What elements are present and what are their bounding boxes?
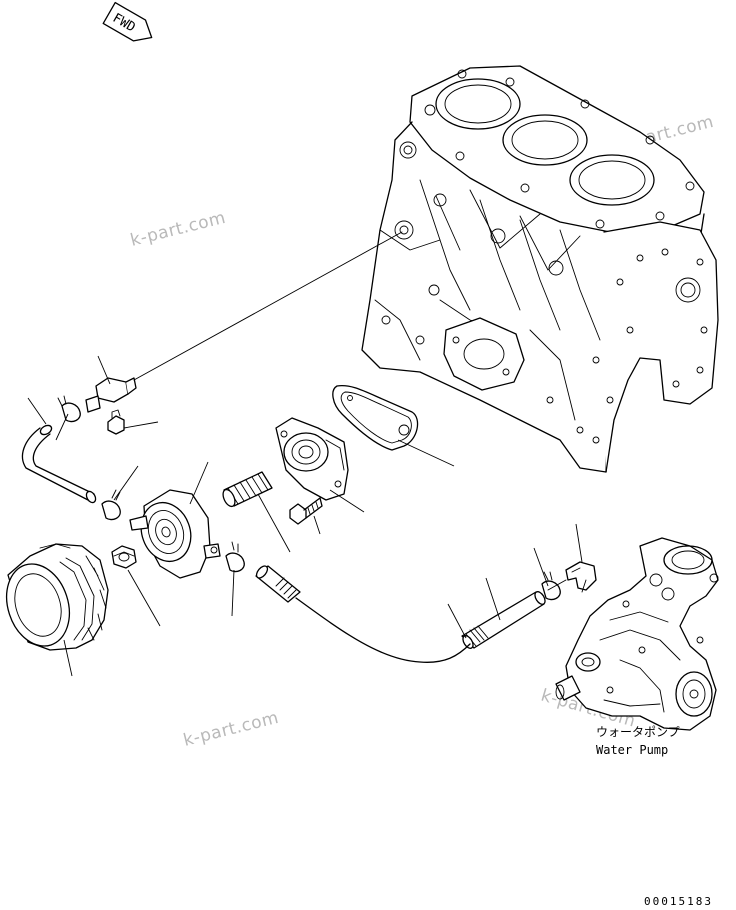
cover-bolt bbox=[289, 497, 323, 525]
water-pump-caption-en: Water Pump bbox=[596, 743, 668, 757]
gasket bbox=[332, 384, 419, 451]
spring bbox=[222, 471, 273, 508]
water-pipe bbox=[255, 565, 301, 603]
elbow-fitting bbox=[565, 561, 597, 593]
watermark: k-part.com bbox=[128, 208, 228, 251]
oil-cooler bbox=[129, 489, 221, 579]
connector-line bbox=[133, 231, 403, 381]
plug bbox=[107, 409, 125, 435]
hose-clamp bbox=[57, 395, 81, 423]
water-pump-caption-jp: ウォータポンプ bbox=[596, 725, 680, 739]
cylinder-block bbox=[361, 65, 719, 473]
hose-clamp bbox=[101, 489, 121, 521]
pipe-hose bbox=[461, 591, 546, 649]
watermark: k-part.com bbox=[181, 708, 281, 751]
oil-filter bbox=[6, 543, 109, 651]
hose-clamp bbox=[225, 541, 245, 573]
connector-fitting bbox=[85, 377, 137, 413]
document-number: 00015183 bbox=[644, 895, 713, 908]
hose-left bbox=[21, 424, 97, 504]
fwd-marker: FWD bbox=[102, 1, 153, 42]
nut bbox=[111, 545, 137, 569]
leader-lines bbox=[27, 355, 583, 677]
oil-cooler-cover bbox=[275, 417, 349, 501]
water-pump bbox=[555, 537, 719, 731]
flex-line bbox=[295, 597, 471, 663]
